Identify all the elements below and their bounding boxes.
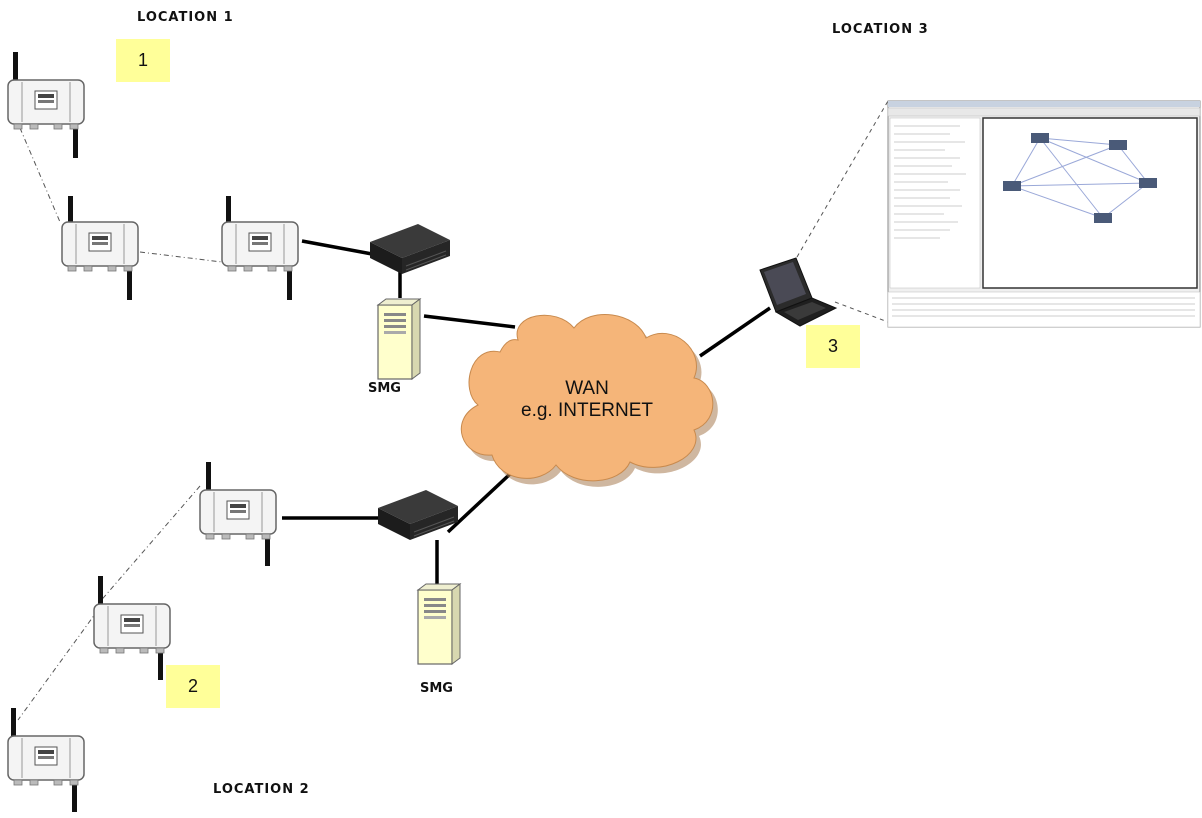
wired-links xyxy=(282,239,771,584)
server-label: SMG xyxy=(368,381,401,396)
wireless-node-icon xyxy=(61,196,139,300)
server-icon xyxy=(377,298,421,380)
software-screenshot-icon xyxy=(887,100,1201,328)
wireless-links xyxy=(17,127,223,721)
server-icon xyxy=(417,583,461,665)
wireless-node-icon xyxy=(199,462,277,566)
location-3-badge: 3 xyxy=(806,325,860,368)
cloud-icon xyxy=(460,314,718,487)
wireless-node-icon xyxy=(7,52,85,158)
network-switch-icon xyxy=(369,223,451,275)
laptop-icon xyxy=(759,257,838,327)
location-1-label: LOCATION 1 xyxy=(137,10,234,25)
network-switch-icon xyxy=(377,489,459,541)
location-2-label: LOCATION 2 xyxy=(213,782,310,797)
cloud-label-wan: WAN xyxy=(565,378,609,399)
server-label: SMG xyxy=(420,681,453,696)
wireless-node-icon xyxy=(93,576,171,680)
wireless-node-icon xyxy=(7,708,85,812)
location-2-badge: 2 xyxy=(166,665,220,708)
location-3-label: LOCATION 3 xyxy=(832,22,929,37)
screenshot-callout-lines xyxy=(796,100,889,323)
wireless-node-icon xyxy=(221,196,299,300)
cloud-label-internet: e.g. INTERNET xyxy=(521,400,653,421)
location-1-badge: 1 xyxy=(116,39,170,82)
